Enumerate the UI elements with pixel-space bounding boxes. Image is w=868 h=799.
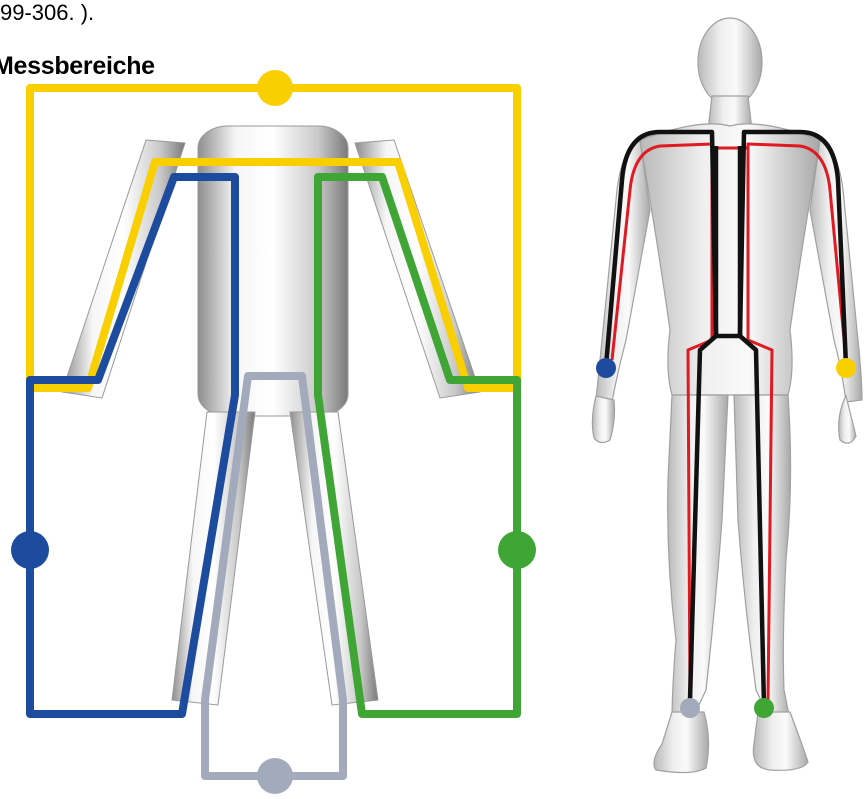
figure-yellow-electrode-dot: [836, 358, 856, 378]
blue-electrode-dot: [11, 531, 49, 569]
figure-blue-electrode-dot: [596, 358, 616, 378]
gray-electrode-dot: [257, 758, 293, 794]
human-figure: [592, 18, 862, 773]
figure-gray-electrode-dot: [680, 698, 700, 718]
yellow-electrode-dot: [257, 70, 293, 106]
figure-green-electrode-dot: [754, 698, 774, 718]
schematic-right-leg: [290, 412, 378, 705]
green-electrode-dot: [498, 531, 536, 569]
